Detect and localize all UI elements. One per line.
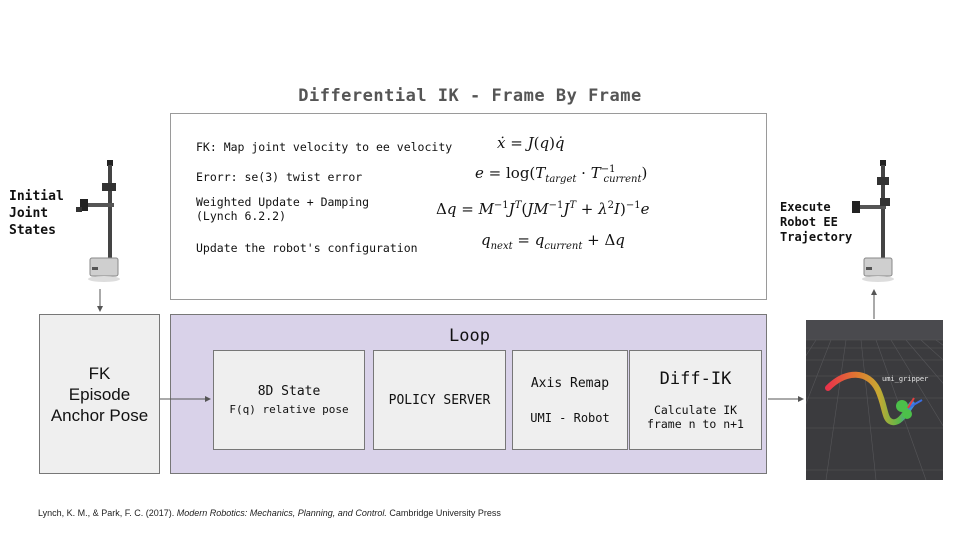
citation-publisher: Cambridge University Press [387,508,501,518]
citation: Lynch, K. M., & Park, F. C. (2017). Mode… [38,508,501,518]
citation-authors: Lynch, K. M., & Park, F. C. (2017). [38,508,177,518]
citation-book: Modern Robotics: Mechanics, Planning, an… [177,508,387,518]
